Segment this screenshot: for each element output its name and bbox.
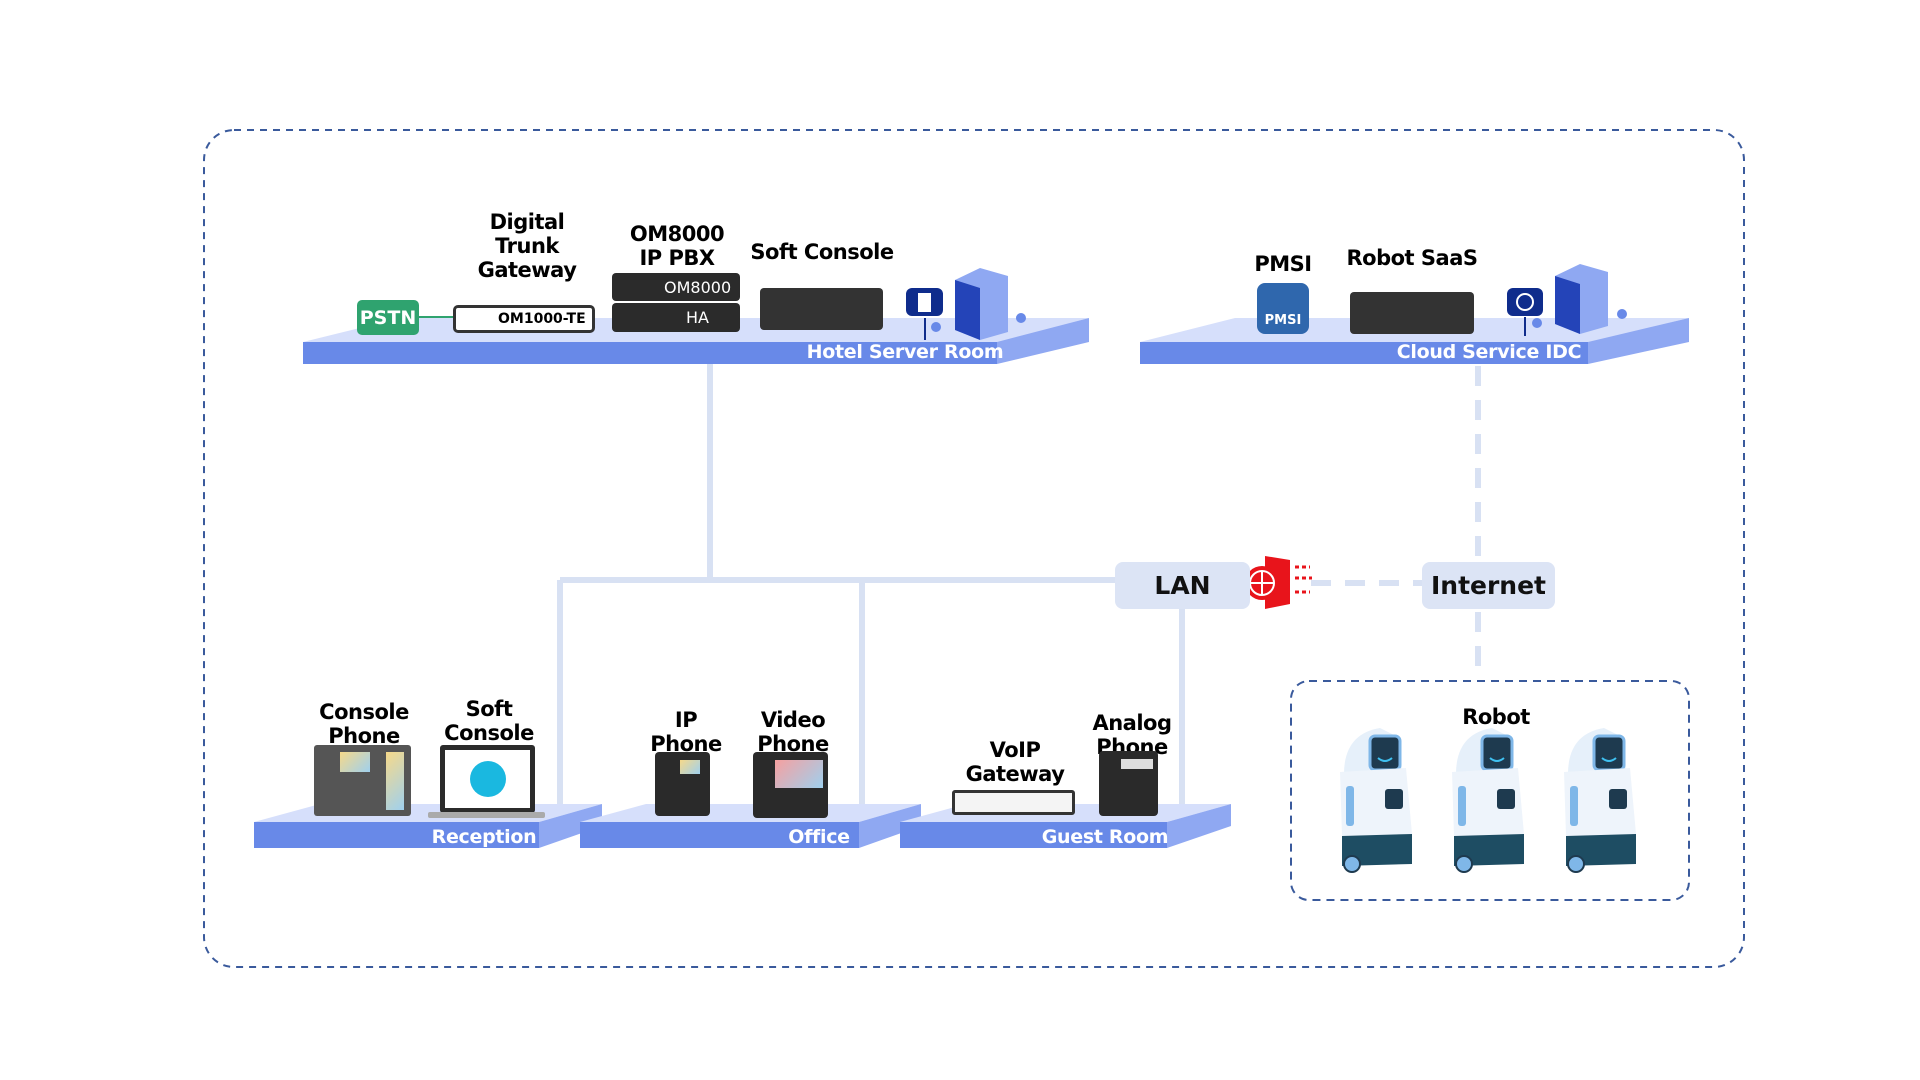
outer-boundary — [203, 129, 1745, 968]
lan-links — [557, 364, 1185, 806]
internet-links — [1311, 366, 1481, 680]
analog-phone-icon — [1099, 751, 1158, 816]
pmsi-title: PMSI — [1254, 252, 1312, 276]
robot-icon — [1340, 728, 1412, 873]
firewall-icon — [1245, 556, 1312, 609]
console-phone-icon — [314, 745, 411, 816]
pstn-badge: PSTN — [357, 300, 419, 335]
pmsi-icon: PMSI — [1257, 283, 1309, 334]
robot-title: Robot — [1462, 705, 1530, 729]
ip-phone-icon — [655, 752, 710, 816]
voip-gateway-title: VoIP Gateway — [965, 738, 1065, 786]
video-phone-icon — [753, 752, 828, 818]
pbx-primary-device: OM8000 — [612, 273, 740, 301]
robot-icon — [1564, 728, 1636, 873]
ip-phone-title: IP Phone — [650, 708, 722, 756]
voip-gateway-icon — [952, 790, 1075, 815]
robot-group-boundary — [1290, 680, 1690, 901]
reception-label: Reception — [431, 826, 537, 848]
internet-node: Internet — [1422, 562, 1555, 609]
cloud-sign-icon — [1507, 288, 1543, 336]
platform-office — [580, 804, 921, 848]
cloud-service-idc-label: Cloud Service IDC — [1396, 341, 1582, 363]
robot-icon — [1452, 728, 1524, 873]
reception-soft-console-title: Soft Console — [444, 697, 534, 745]
guest-room-label: Guest Room — [1041, 826, 1169, 848]
lan-node: LAN — [1115, 562, 1250, 609]
soft-console-server — [760, 288, 883, 330]
pbx-ha-device: HA — [612, 303, 740, 332]
console-phone-title: Console Phone — [319, 700, 409, 748]
soft-console-title: Soft Console — [750, 240, 894, 264]
laptop-icon — [440, 745, 535, 813]
pbx-title: OM8000 IP PBX — [629, 222, 725, 270]
platform-reception — [254, 804, 602, 848]
hotel-server-room-label: Hotel Server Room — [806, 341, 1004, 363]
gateway-title: Digital Trunk Gateway — [477, 210, 577, 282]
laptop-base — [428, 812, 545, 818]
hotel-sign-icon — [906, 288, 943, 340]
robot-saas-server — [1350, 292, 1474, 334]
gateway-device: OM1000-TE — [453, 305, 595, 333]
robot-fleet — [1340, 728, 1636, 873]
analog-phone-title: Analog Phone — [1092, 711, 1172, 759]
office-label: Office — [788, 826, 850, 848]
robot-saas-title: Robot SaaS — [1346, 246, 1479, 270]
cloud-building-icon — [1555, 264, 1627, 334]
hotel-building-icon — [955, 268, 1026, 340]
video-phone-title: Video Phone — [757, 708, 829, 756]
